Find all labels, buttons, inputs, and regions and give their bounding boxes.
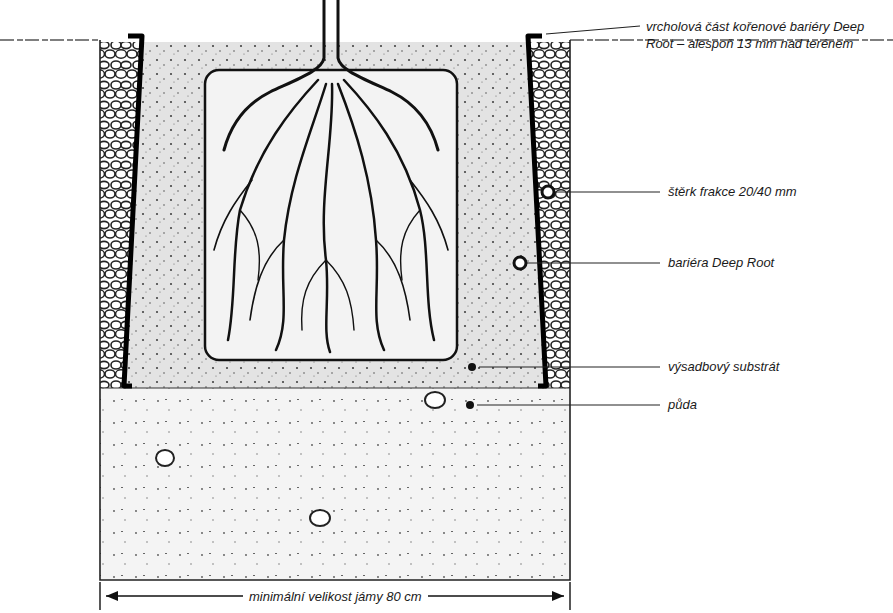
callout-label: bariéra Deep Root <box>668 254 883 271</box>
dimension-label: minimální velikost jámy 80 cm <box>243 588 428 605</box>
callout-label: vrcholová část kořenové bariéry Deep Roo… <box>646 18 886 52</box>
callout-label: půda <box>668 396 883 413</box>
callout-label: štěrk frakce 20/40 mm <box>668 183 883 200</box>
callout-label: výsadbový substrát <box>668 358 883 375</box>
